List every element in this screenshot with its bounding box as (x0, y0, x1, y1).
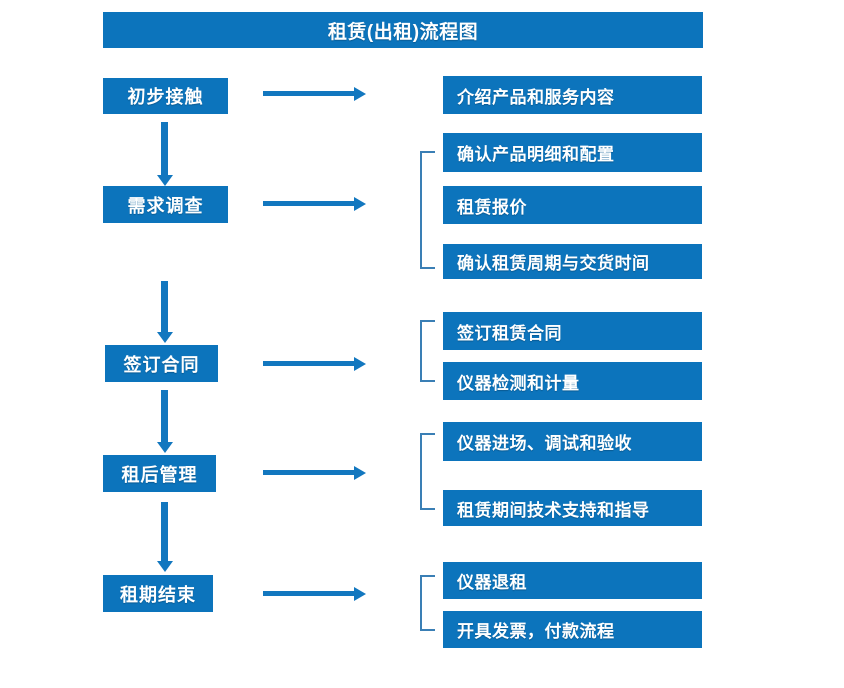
stage-box-lease-end[interactable]: 租期结束 (103, 575, 213, 612)
connector-arrow-survey-to-contract (161, 281, 168, 333)
detail-box-confirm-lease-period[interactable]: 确认租赁周期与交货时间 (443, 244, 702, 279)
group-bracket-survey (420, 151, 435, 269)
stage-box-post-lease-management[interactable]: 租后管理 (103, 455, 216, 492)
stage-box-requirement-survey[interactable]: 需求调查 (103, 186, 228, 223)
detail-box-instrument-testing[interactable]: 仪器检测和计量 (443, 362, 702, 400)
stage-box-initial-contact[interactable]: 初步接触 (103, 78, 228, 114)
stage-box-sign-contract[interactable]: 签订合同 (105, 345, 218, 382)
group-bracket-end (420, 575, 435, 631)
flow-arrow-contact-to-details (263, 91, 355, 96)
detail-box-instrument-delivery[interactable]: 仪器进场、调试和验收 (443, 422, 702, 461)
detail-box-invoice-payment[interactable]: 开具发票，付款流程 (443, 611, 702, 648)
detail-box-instrument-return[interactable]: 仪器退租 (443, 562, 702, 599)
connector-arrow-contact-to-survey (161, 122, 168, 176)
detail-box-confirm-product-details[interactable]: 确认产品明细和配置 (443, 133, 702, 172)
detail-box-sign-lease-agreement[interactable]: 签订租赁合同 (443, 312, 702, 350)
connector-arrow-contract-to-management (161, 390, 168, 443)
detail-box-technical-support[interactable]: 租赁期间技术支持和指导 (443, 490, 702, 526)
detail-box-lease-quotation[interactable]: 租赁报价 (443, 186, 702, 224)
group-bracket-management (420, 433, 435, 510)
connector-arrow-management-to-end (161, 502, 168, 562)
flow-arrow-end-to-details (263, 591, 355, 596)
page-title: 租赁(出租)流程图 (103, 12, 703, 48)
detail-box-introduce-products[interactable]: 介绍产品和服务内容 (443, 76, 702, 114)
flow-arrow-management-to-details (263, 470, 355, 475)
group-bracket-contract (420, 320, 435, 382)
flow-arrow-contract-to-details (263, 361, 355, 366)
flow-arrow-survey-to-details (263, 201, 355, 206)
